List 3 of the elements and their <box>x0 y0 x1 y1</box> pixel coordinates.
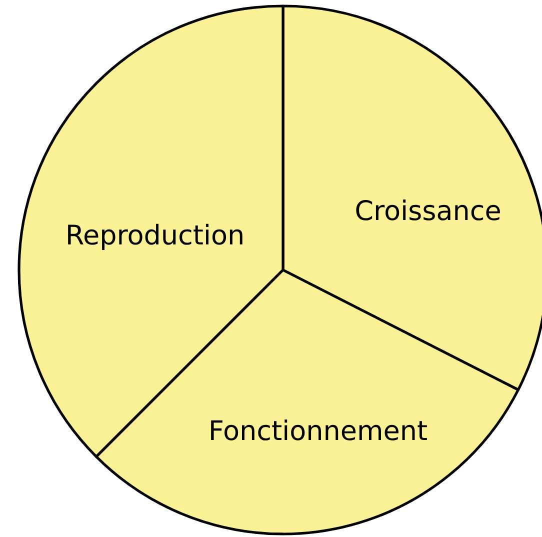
pie-sector: Fonctionnement <box>95 268 520 536</box>
node-label: Croissance <box>356 200 500 220</box>
pie-sector: Croissance <box>282 4 542 392</box>
